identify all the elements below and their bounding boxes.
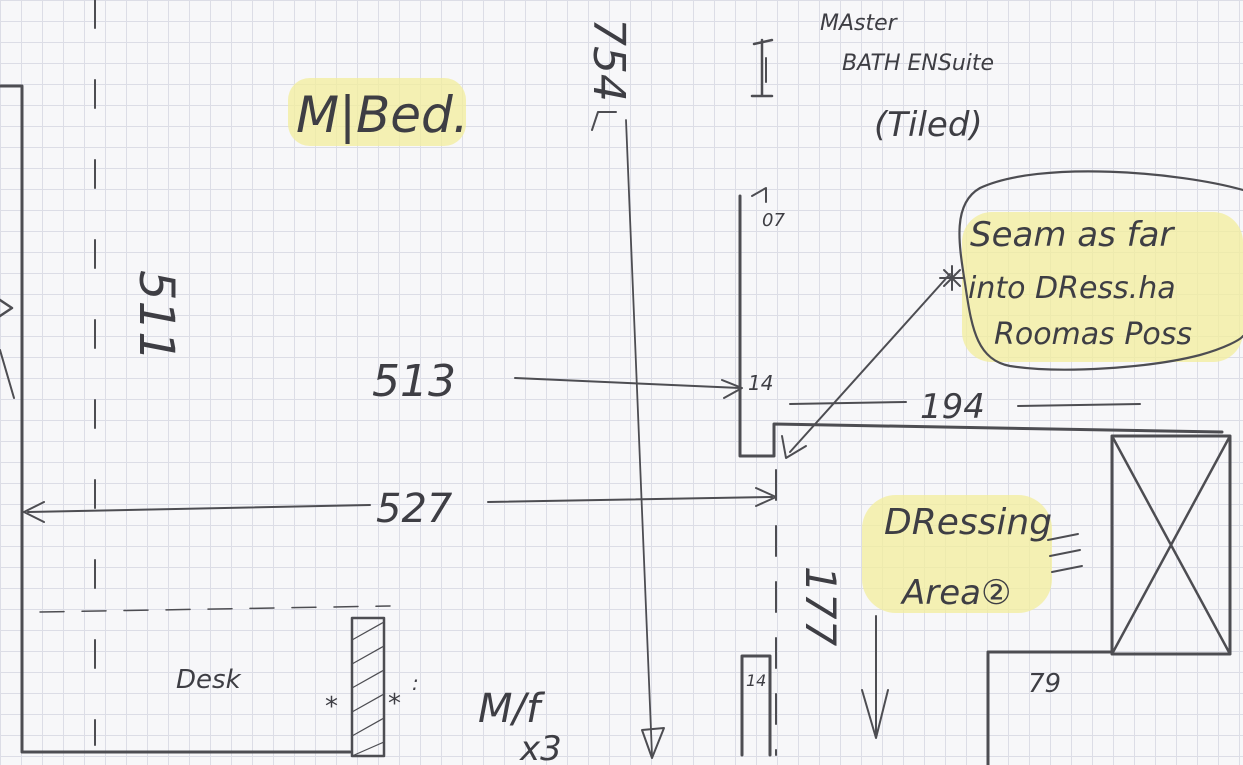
wardrobe-box	[1110, 434, 1232, 656]
dressing-highlight	[862, 495, 1052, 613]
dim-513-line	[514, 377, 741, 389]
dressing-lower-wall	[986, 650, 1114, 765]
dressing-label-line1: DRessing	[884, 502, 1052, 543]
note-pointer-line	[789, 273, 951, 453]
dim-511-label: 511	[128, 270, 184, 362]
note-highlight	[962, 212, 1243, 362]
dressing-label-line2: Area②	[900, 573, 1011, 613]
note-line3: Roomas Poss	[994, 317, 1192, 352]
dim-754-line	[625, 119, 653, 756]
note-line1: Seam as far	[970, 215, 1175, 255]
dim-177-label: 177	[796, 566, 845, 646]
mark-07-label: 07	[762, 210, 785, 231]
dim-527-label: 527	[376, 486, 453, 532]
dim-194-line-left	[789, 401, 907, 405]
dim-754-arrowhead	[641, 727, 665, 759]
shelf-hatching	[351, 621, 385, 757]
note-cloud	[958, 170, 1243, 371]
dim-194-line-right	[1017, 403, 1141, 407]
master-label: MAster	[820, 11, 899, 36]
mf-count-label: x3	[519, 729, 562, 765]
ensuite-lower-wall	[740, 654, 772, 757]
bedroom-highlight	[288, 78, 466, 146]
desk-label: Desk	[176, 665, 242, 695]
dim-527-line-right	[487, 496, 773, 503]
desk-edge	[39, 605, 391, 613]
asterisk-left: *	[325, 692, 338, 722]
note-line2: into DRess.ha	[968, 271, 1176, 306]
shelf-unit	[350, 616, 386, 758]
note-pointer-arrow	[781, 435, 807, 459]
wardrobe-x	[1110, 434, 1232, 656]
dim-527-arrow-left	[23, 501, 45, 523]
note-asterisk	[939, 265, 965, 291]
dots-mark: :	[412, 671, 419, 695]
dim-527-line-left	[27, 504, 371, 513]
left-edge-mark	[0, 349, 15, 399]
mark-14-label: 14	[748, 371, 773, 395]
left-edge-marker	[0, 298, 14, 318]
dim-194-label: 194	[920, 387, 985, 427]
dim-754-cap	[591, 111, 617, 131]
dim-177-arrowhead	[861, 689, 889, 739]
bedroom-wall-left	[0, 84, 352, 754]
dim-513-arrowhead	[721, 379, 743, 399]
ensuite-label: BATH ENSuite	[842, 51, 994, 76]
partition-top-mark	[751, 187, 767, 203]
tiled-label: (Tiled)	[874, 105, 983, 145]
dim-754-label: 754	[583, 18, 634, 102]
mark-14-lower-label: 14	[746, 671, 766, 690]
dim-513-label: 513	[372, 356, 456, 407]
mf-label: M/f	[478, 686, 546, 732]
ensuite-wall-mark	[750, 38, 774, 98]
dressing-equal-mark	[1047, 533, 1083, 573]
ensuite-partition	[738, 194, 1224, 458]
bedroom-label: M|Bed.	[296, 86, 469, 144]
asterisk-right: *	[388, 689, 401, 719]
dim-79-label: 79	[1028, 669, 1061, 699]
